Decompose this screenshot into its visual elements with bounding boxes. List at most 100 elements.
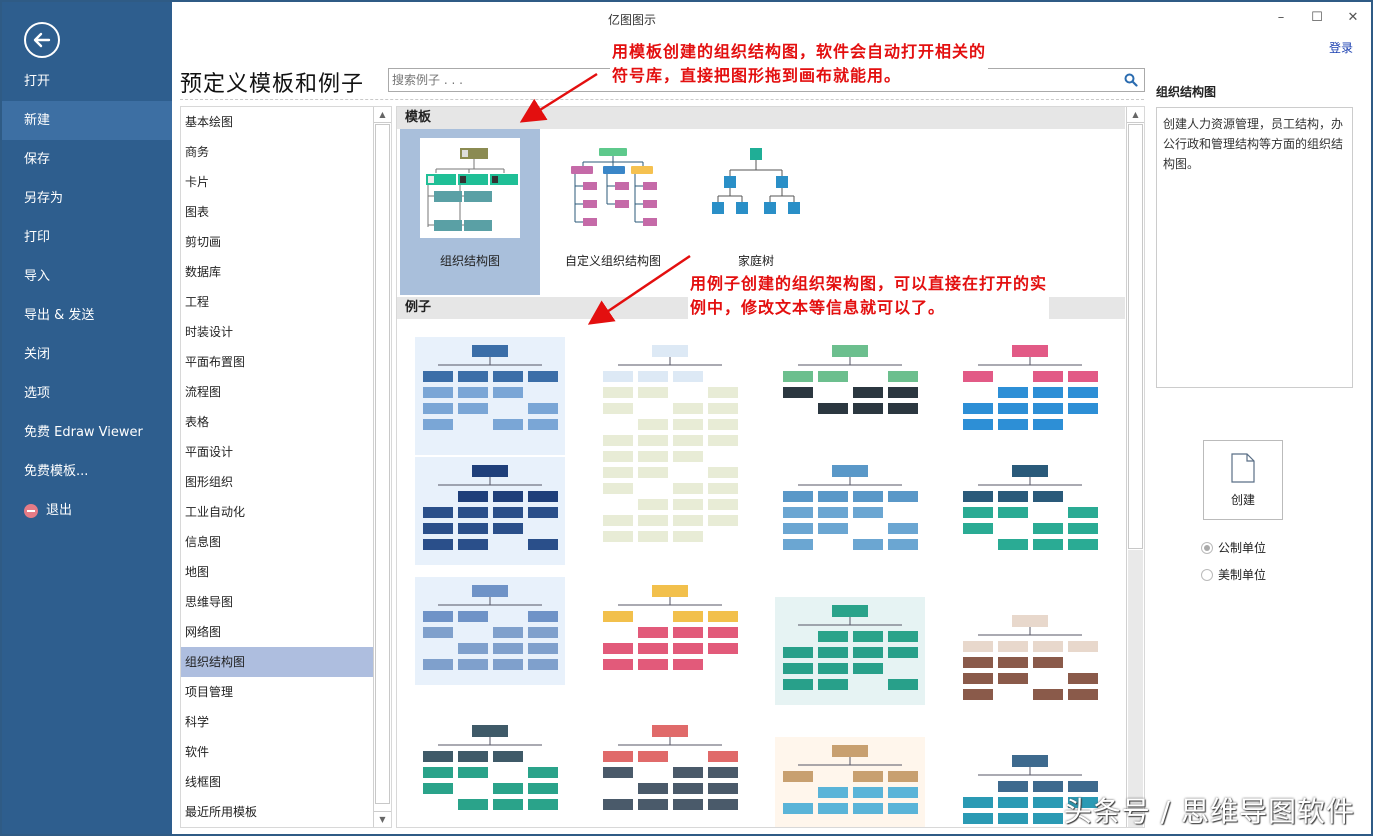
scroll-track[interactable]	[1128, 550, 1143, 827]
nav-item-close[interactable]: 关闭	[2, 335, 172, 374]
maximize-button[interactable]: ☐	[1299, 6, 1335, 28]
nav-item-save[interactable]: 保存	[2, 140, 172, 179]
example-blue-header-org-chart[interactable]	[955, 747, 1105, 827]
category-item[interactable]: 最近所用模板	[185, 805, 258, 819]
category-item[interactable]: 网络图	[185, 625, 222, 639]
page-title: 预定义模板和例子	[180, 72, 365, 97]
example-blue-box-org-chart[interactable]	[775, 457, 925, 565]
nav-item-free-templates[interactable]: 免费模板...	[2, 452, 172, 491]
nav-item-options[interactable]: 选项	[2, 374, 172, 413]
template-label: 组织结构图	[439, 254, 500, 268]
annotation-examples: 用例子创建的组织架构图，可以直接在打开的实 例中，修改文本等信息就可以了。	[688, 272, 1050, 320]
example-tree-org-chart-horizontal[interactable]	[595, 337, 745, 567]
minimize-button[interactable]: –	[1263, 6, 1299, 28]
nav-item-exit[interactable]: 退出	[2, 491, 172, 530]
category-item[interactable]: 图形组织	[185, 475, 234, 489]
example-thumbnail	[595, 337, 745, 567]
scroll-up-arrow-icon[interactable]: ▲	[1127, 107, 1144, 123]
example-thumbnail	[775, 737, 925, 827]
annotation-templates: 用模板创建的组织结构图，软件会自动打开相关的 符号库，直接把图形拖到画布就能用。	[610, 40, 989, 88]
example-teal-dark-boxes-chart[interactable]	[415, 717, 565, 827]
nav-item-new[interactable]: 新建	[2, 101, 172, 140]
scroll-thumb[interactable]	[375, 124, 390, 804]
category-item[interactable]: 工程	[185, 295, 210, 309]
main-window: 亿图图示 – ☐ ✕ 登录 预定义模板和例子 基本绘图商务卡片图表剪切画数据库工…	[172, 2, 1371, 834]
example-company-org-chart-photo-blue[interactable]	[415, 337, 565, 455]
template-description: 创建人力资源管理，员工结构，办公行政和管理结构等方面的组织结构图。	[1156, 107, 1353, 388]
category-item[interactable]: 数据库	[185, 265, 222, 279]
example-thumbnail	[775, 337, 925, 437]
radio-unchecked-icon	[1201, 568, 1213, 581]
search-button[interactable]	[1118, 69, 1144, 91]
example-pink-blue-org-chart[interactable]	[955, 337, 1105, 445]
category-item[interactable]: 剪切画	[185, 235, 222, 249]
divider	[180, 99, 1144, 100]
minimize-icon: –	[1277, 9, 1285, 25]
nav-item-print[interactable]: 打印	[2, 218, 172, 257]
category-item[interactable]: 软件	[185, 745, 210, 759]
template-detail-title: 组织结构图	[1156, 85, 1217, 99]
example-hierarchical-org-chart[interactable]	[775, 597, 925, 705]
radio-label: 美制单位	[1218, 568, 1267, 582]
examples-grid	[397, 319, 1144, 827]
us-units-radio[interactable]: 美制单位	[1201, 566, 1266, 583]
category-item[interactable]: 时装设计	[185, 325, 234, 339]
category-item[interactable]: 工业自动化	[185, 505, 246, 519]
arrow-left-icon	[33, 32, 51, 48]
category-item[interactable]: 科学	[185, 715, 210, 729]
template-org-chart[interactable]: 组织结构图	[400, 129, 540, 295]
category-item[interactable]: 表格	[185, 415, 210, 429]
gallery-scrollbar[interactable]: ▲	[1126, 107, 1144, 827]
example-colorful-rounded-org-chart[interactable]	[595, 717, 745, 827]
example-manufacturing-org-chart[interactable]	[955, 607, 1105, 715]
category-item[interactable]: 信息图	[185, 535, 222, 549]
category-item[interactable]: 图表	[185, 205, 210, 219]
example-navy-photo-org-chart[interactable]	[415, 457, 565, 565]
category-item[interactable]: 地图	[185, 565, 210, 579]
scroll-up-arrow-icon[interactable]: ▲	[374, 107, 391, 123]
nav-label: 新建	[24, 113, 51, 128]
category-scrollbar[interactable]: ▲ ▼	[373, 107, 391, 827]
back-button[interactable]	[24, 22, 60, 58]
login-link[interactable]: 登录	[1328, 41, 1353, 55]
close-button[interactable]: ✕	[1335, 6, 1371, 28]
example-yellow-pink-vertical-banner-chart[interactable]	[595, 577, 745, 685]
metric-units-radio[interactable]: 公制单位	[1201, 539, 1266, 556]
nav-item-export-send[interactable]: 导出 & 发送	[2, 296, 172, 335]
nav-item-open[interactable]: 打开	[2, 62, 172, 101]
template-thumbnail	[563, 138, 663, 238]
category-item[interactable]: 线框图	[185, 775, 222, 789]
category-item[interactable]: 平面布置图	[185, 355, 246, 369]
example-teal-photo-org-chart[interactable]	[955, 457, 1105, 565]
nav-label: 保存	[24, 152, 51, 167]
category-item[interactable]: 平面设计	[185, 445, 234, 459]
category-item[interactable]: 流程图	[185, 385, 222, 399]
example-brown-photo-horizontal-chart[interactable]	[775, 737, 925, 827]
nav-label: 导出 & 发送	[24, 308, 95, 323]
nav-label: 选项	[24, 386, 51, 401]
category-item[interactable]: 商务	[185, 145, 210, 159]
nav-label: 打开	[24, 74, 51, 89]
category-item[interactable]: 项目管理	[185, 685, 234, 699]
category-item[interactable]: 卡片	[185, 175, 210, 189]
example-thumbnail	[955, 457, 1105, 565]
nav-item-edraw-viewer[interactable]: 免费 Edraw Viewer	[2, 413, 172, 452]
scroll-down-arrow-icon[interactable]: ▼	[374, 811, 391, 827]
nav-label: 另存为	[24, 191, 64, 206]
template-family-tree[interactable]: 家庭树	[686, 129, 826, 295]
category-item[interactable]: 组织结构图	[181, 647, 373, 677]
create-button[interactable]: 创建	[1203, 440, 1283, 520]
exit-icon	[24, 503, 38, 518]
nav-item-save-as[interactable]: 另存为	[2, 179, 172, 218]
template-custom-org-chart[interactable]: 自定义组织结构图	[543, 129, 683, 295]
example-light-blue-photo-org-chart[interactable]	[415, 577, 565, 685]
close-icon: ✕	[1347, 9, 1359, 25]
backstage-nav: 打开 新建 保存 另存为 打印 导入 导出 & 发送 关闭 选项 免费 Edra…	[2, 2, 172, 834]
category-item[interactable]: 思维导图	[185, 595, 234, 609]
nav-item-import[interactable]: 导入	[2, 257, 172, 296]
example-green-dark-org-chart[interactable]	[775, 337, 925, 437]
example-thumbnail	[955, 607, 1105, 715]
category-item[interactable]: 基本绘图	[185, 115, 234, 129]
template-thumbnail	[420, 138, 520, 238]
scroll-thumb[interactable]	[1128, 124, 1143, 549]
